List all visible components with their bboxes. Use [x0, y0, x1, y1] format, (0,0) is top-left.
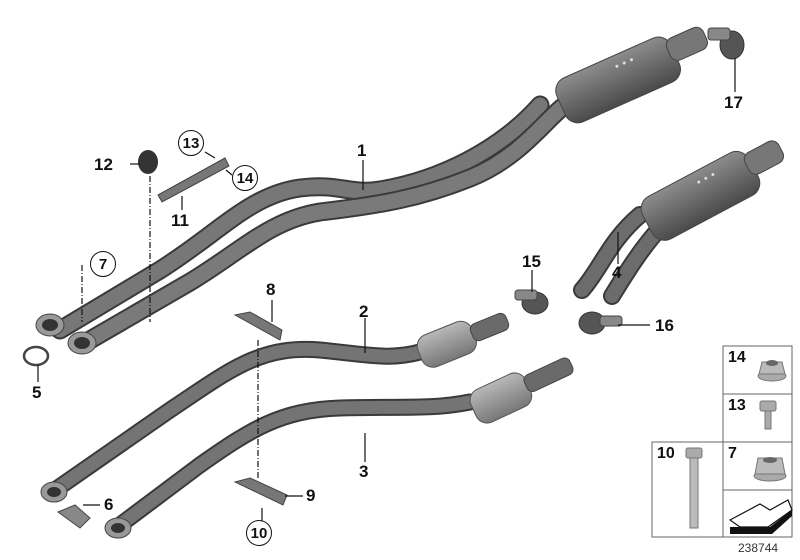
catalytic-pipe-part-3[interactable] [104, 349, 579, 539]
document-id: 238744 [738, 541, 779, 555]
callout-15[interactable]: 15 [522, 252, 541, 271]
callout-14-circled[interactable]: 14 [232, 165, 258, 191]
bracket-part-6[interactable] [56, 504, 91, 529]
short-bolt-icon [759, 400, 777, 430]
callout-2[interactable]: 2 [359, 302, 369, 321]
arrow-icon [728, 499, 793, 534]
catalytic-pipe-part-2[interactable] [40, 304, 513, 503]
bracket-part-11[interactable] [157, 157, 230, 203]
clamp-part-15[interactable] [514, 289, 549, 315]
legend-label-10: 10 [657, 445, 675, 462]
callout-8[interactable]: 8 [266, 280, 276, 299]
rear-muffler-part-4[interactable] [573, 131, 794, 305]
rubber-mount-part-12[interactable] [138, 150, 158, 174]
long-bolt-icon [685, 447, 703, 529]
flange-nut-icon [753, 457, 787, 482]
front-pipes-part-1[interactable] [35, 18, 717, 355]
legend-label-7: 7 [728, 445, 737, 462]
callout-3[interactable]: 3 [359, 462, 369, 481]
holder-part-9[interactable] [233, 477, 288, 506]
legend-panel [651, 345, 793, 538]
callout-1[interactable]: 1 [357, 141, 367, 160]
holder-part-8[interactable] [233, 311, 283, 341]
legend-label-14: 14 [728, 349, 746, 366]
leader-lines [37, 58, 736, 522]
callout-7-circled[interactable]: 7 [90, 251, 116, 277]
callout-4[interactable]: 4 [612, 263, 622, 282]
gasket-part-5[interactable] [22, 345, 50, 367]
callout-11[interactable]: 11 [171, 211, 189, 230]
legend-label-13: 13 [728, 397, 746, 414]
clamp-part-17[interactable] [707, 27, 745, 60]
callout-9[interactable]: 9 [306, 486, 316, 505]
flange-nut-icon [757, 360, 787, 382]
callout-5[interactable]: 5 [32, 383, 42, 402]
callout-17[interactable]: 17 [724, 93, 743, 112]
callout-12[interactable]: 12 [94, 155, 113, 174]
callout-16[interactable]: 16 [655, 316, 674, 335]
callout-6[interactable]: 6 [104, 495, 114, 514]
callout-13-circled[interactable]: 13 [178, 130, 204, 156]
clamp-part-16[interactable] [578, 311, 623, 335]
callout-10-circled[interactable]: 10 [246, 520, 272, 546]
